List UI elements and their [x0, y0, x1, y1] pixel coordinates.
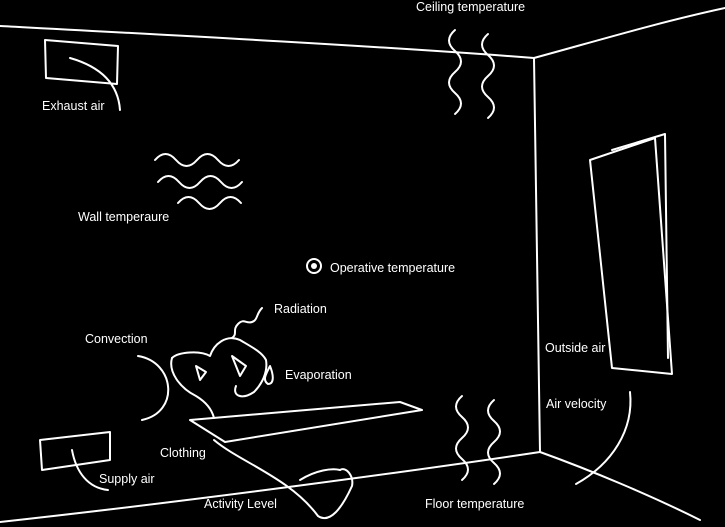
wall-wave-3	[177, 196, 242, 210]
person-head-arm	[171, 337, 268, 398]
floor-temperature-label: Floor temperature	[425, 497, 525, 511]
wall-wave-1	[154, 153, 240, 167]
room-corner-edge	[533, 57, 541, 453]
wall-temperature-waves	[154, 153, 243, 210]
ceiling-temperature-label: Ceiling temperature	[416, 0, 526, 14]
window-frame-inner	[611, 133, 669, 359]
ceiling-right-edge	[533, 7, 725, 59]
person-hand	[231, 355, 247, 377]
air-velocity-arrow	[575, 391, 632, 485]
ceiling-wave-2	[481, 33, 495, 119]
evaporation-droplet	[263, 365, 274, 385]
window-frame-outer	[589, 137, 673, 375]
supply-air-vent	[39, 431, 111, 491]
activity-level-label: Activity Level	[204, 497, 277, 511]
floor-right-edge	[539, 451, 701, 521]
floor-wave-2	[487, 399, 501, 485]
wall-temperature-label: Wall temperaure	[78, 210, 170, 224]
room-outline	[0, 7, 725, 523]
person-face	[195, 365, 207, 381]
reclining-person	[170, 337, 354, 519]
wall-wave-2	[157, 175, 243, 189]
clothing-label: Clothing	[160, 446, 206, 460]
operative-temperature-label: Operative temperature	[330, 261, 456, 275]
person-torso	[170, 357, 215, 419]
evaporation-label: Evaporation	[285, 368, 352, 382]
desk	[189, 401, 423, 443]
window	[575, 133, 673, 485]
floor-wave-1	[455, 395, 469, 481]
radiation-label: Radiation	[274, 302, 327, 316]
operative-temperature-icon	[306, 258, 322, 274]
exhaust-vent-frame	[44, 39, 119, 85]
floor-temperature-waves	[455, 395, 501, 485]
person-legs	[213, 439, 354, 519]
exhaust-air-label: Exhaust air	[42, 99, 105, 113]
exhaust-air-arrow	[69, 57, 121, 111]
radiation-wave	[231, 307, 263, 339]
exhaust-air-vent	[44, 39, 121, 111]
convection-label: Convection	[85, 332, 148, 346]
air-velocity-label: Air velocity	[546, 397, 607, 411]
supply-air-label: Supply air	[99, 472, 155, 486]
supply-air-arrow	[71, 449, 109, 491]
convection-arc	[137, 355, 170, 421]
ceiling-temperature-waves	[448, 29, 495, 119]
outside-air-label: Outside air	[545, 341, 606, 355]
floor-wall-edge	[0, 451, 541, 523]
ceiling-wave-1	[448, 29, 462, 115]
ceiling-wall-edge	[0, 25, 535, 59]
supply-vent-frame	[39, 431, 111, 471]
person-foot	[299, 468, 341, 481]
